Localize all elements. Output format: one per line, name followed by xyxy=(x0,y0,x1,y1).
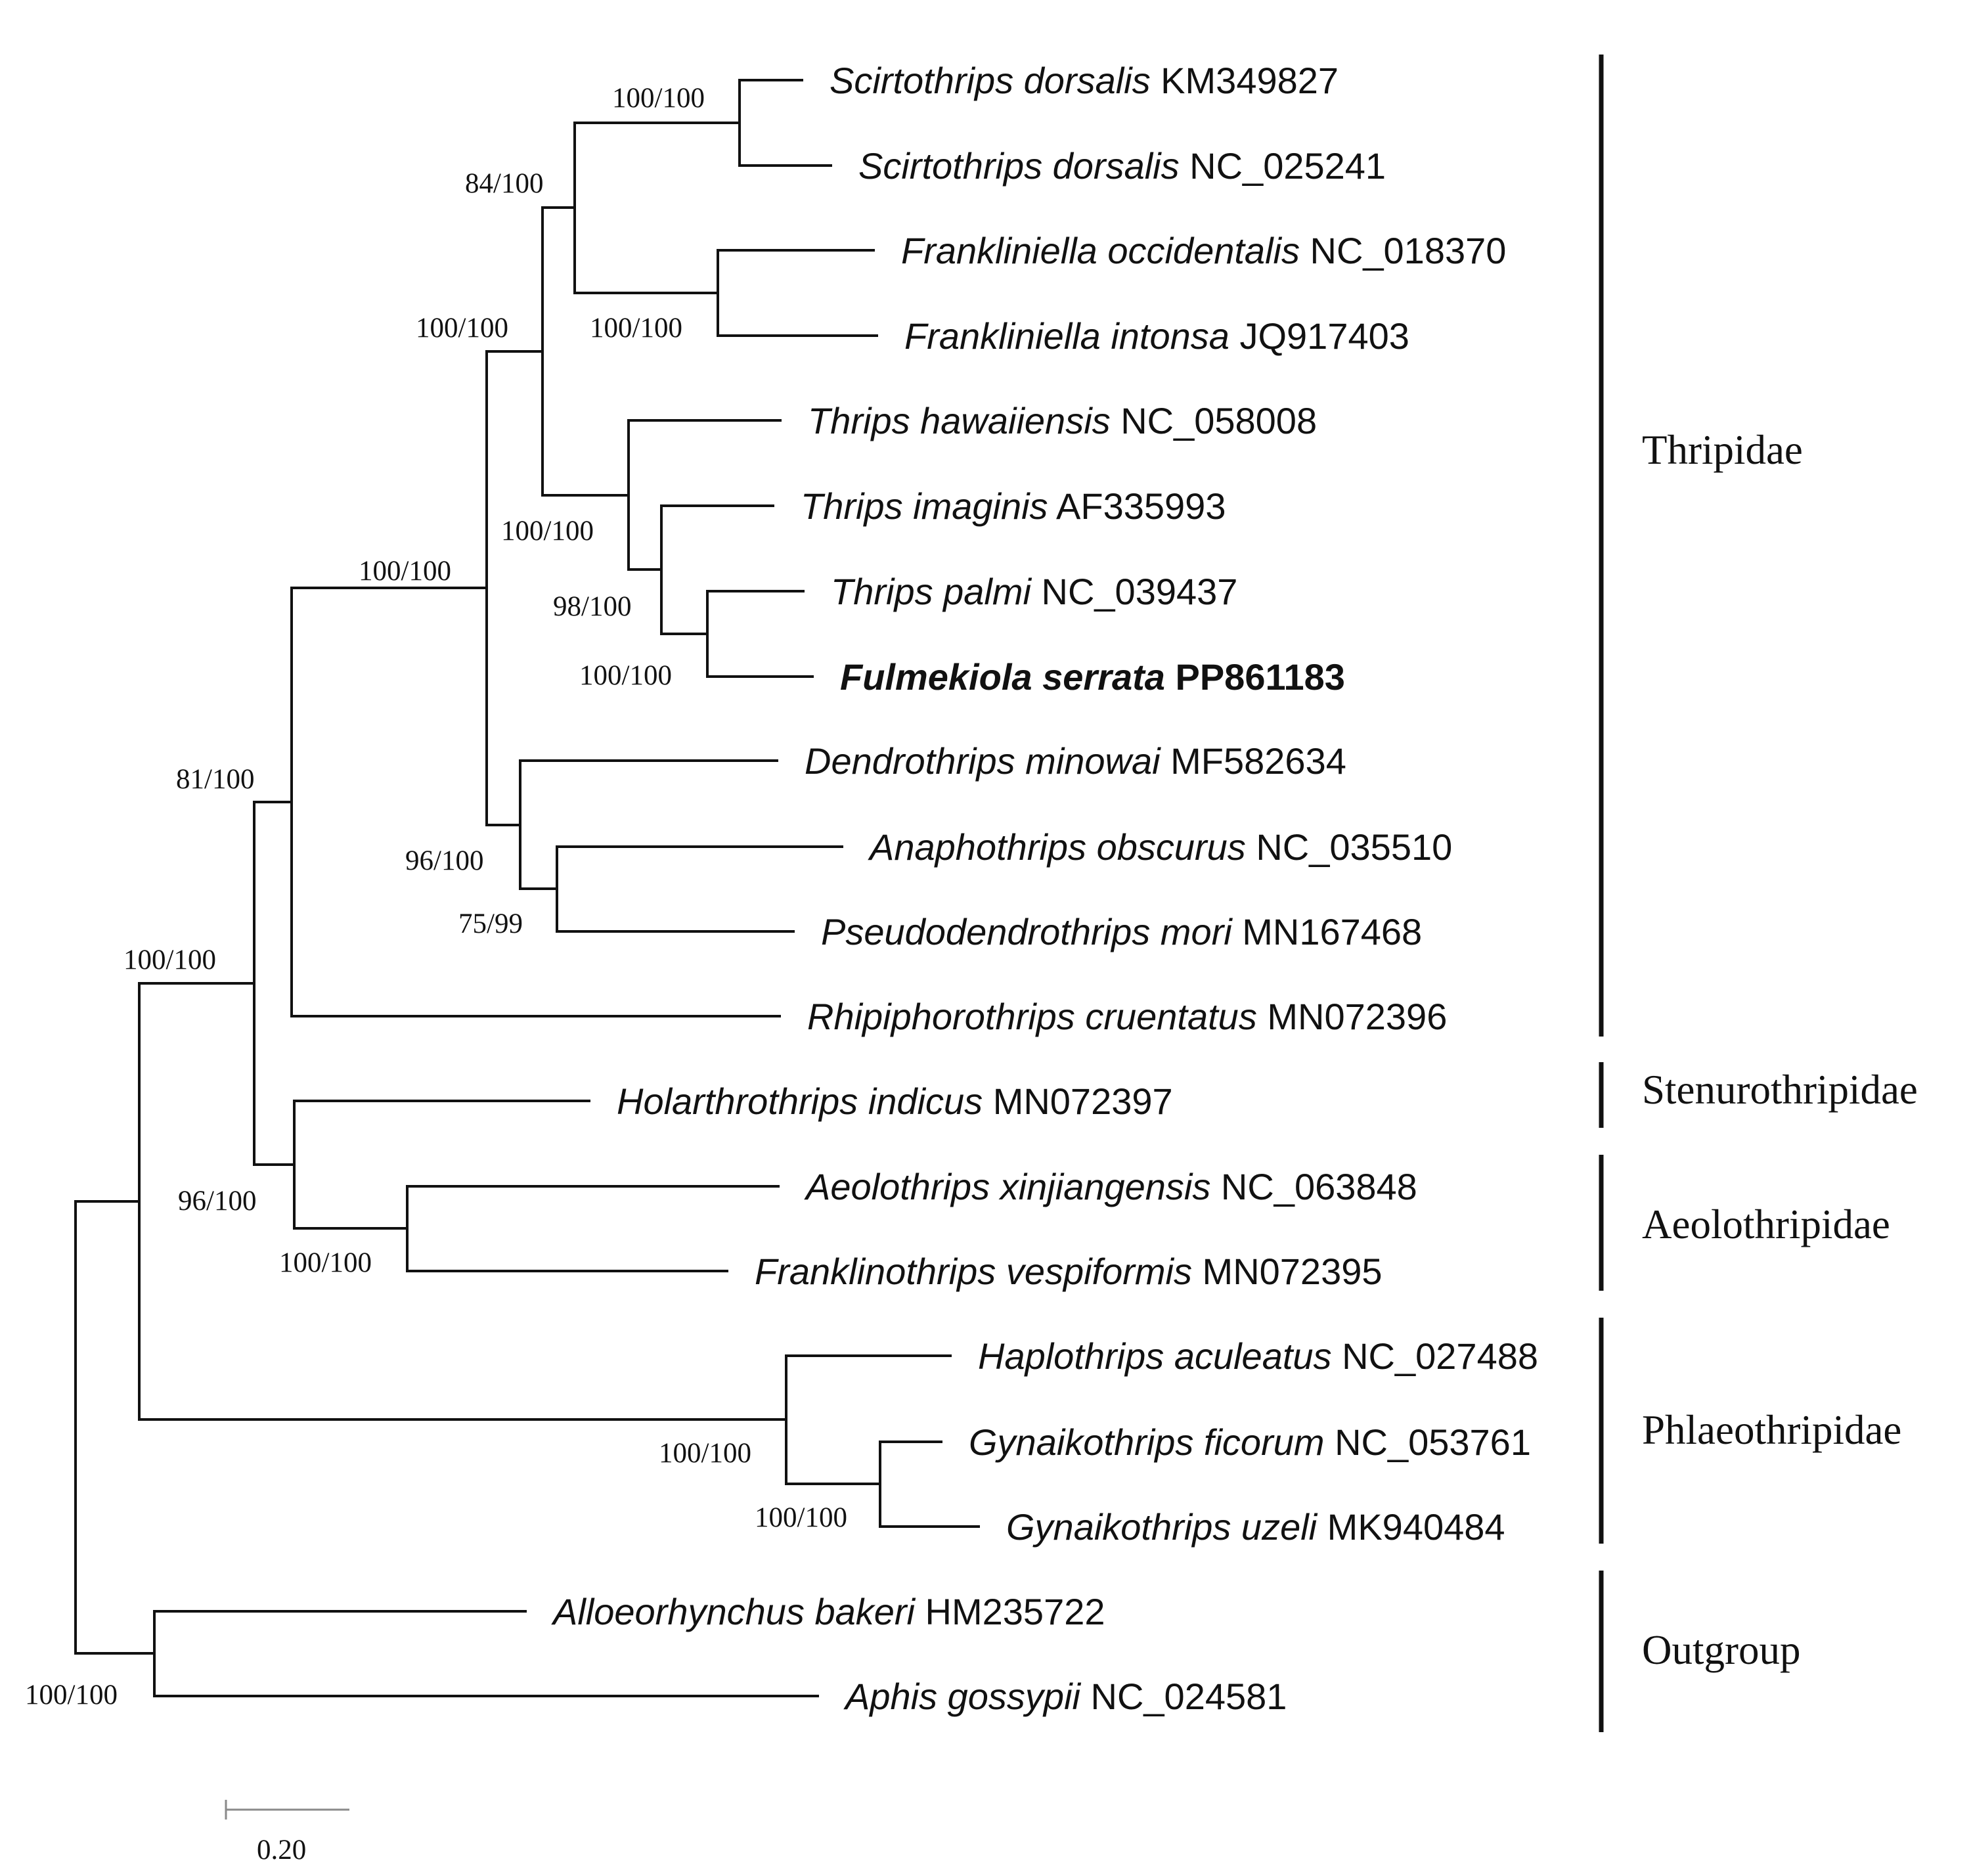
taxon-label: Scirtothrips dorsalis NC_025241 xyxy=(858,145,1386,187)
taxon-species: Thrips imaginis xyxy=(801,485,1048,527)
taxon-species: Aeolothrips xinjiangensis xyxy=(804,1166,1210,1207)
bootstrap-support-label: 100/100 xyxy=(755,1502,847,1533)
taxon-species: Holarthrothrips indicus xyxy=(617,1081,983,1122)
taxon-label: Thrips palmi NC_039437 xyxy=(831,571,1237,612)
taxon-species: Scirtothrips dorsalis xyxy=(858,145,1180,187)
scale-bar-line xyxy=(225,1800,349,1820)
taxon-label: Alloeorhynchus bakeri HM235722 xyxy=(551,1591,1105,1632)
family-label: Stenurothripidae xyxy=(1642,1067,1918,1113)
taxon-species: Dendrothrips minowai xyxy=(805,740,1161,782)
scale-bar-label: 0.20 xyxy=(257,1835,306,1865)
taxon-accession: MN072397 xyxy=(983,1081,1173,1122)
scale-bar: 0.20 xyxy=(225,1800,349,1865)
taxon-label: Aphis gossypii NC_024581 xyxy=(843,1676,1287,1717)
taxon-accession: NC_024581 xyxy=(1080,1676,1287,1717)
taxon-labels: Scirtothrips dorsalis KM349827Scirtothri… xyxy=(551,60,1538,1717)
bootstrap-support-label: 100/100 xyxy=(590,313,682,344)
bootstrap-support-label: 75/99 xyxy=(458,908,523,939)
taxon-label: Frankliniella intonsa JQ917403 xyxy=(904,315,1409,357)
taxon-species: Haplothrips aculeatus xyxy=(978,1335,1332,1377)
taxon-accession: NC_063848 xyxy=(1210,1166,1417,1207)
taxon-species: Anaphothrips obscurus xyxy=(868,826,1246,868)
taxon-label: Aeolothrips xinjiangensis NC_063848 xyxy=(804,1166,1417,1207)
bootstrap-support-label: 100/100 xyxy=(416,313,508,344)
bootstrap-support-label: 100/100 xyxy=(501,516,594,547)
taxon-label: Frankliniella occidentalis NC_018370 xyxy=(901,230,1506,271)
support-labels: 100/100 84/100 100/100 100/100 100/100 98/100… xyxy=(25,83,847,1710)
taxon-accession: MK940484 xyxy=(1317,1506,1505,1548)
taxon-label: Rhipiphorothrips cruentatus MN072396 xyxy=(807,996,1447,1037)
taxon-label: Anaphothrips obscurus NC_035510 xyxy=(868,826,1452,868)
taxon-accession: NC_039437 xyxy=(1031,571,1237,612)
taxon-label: Haplothrips aculeatus NC_027488 xyxy=(978,1335,1538,1377)
taxon-accession: NC_027488 xyxy=(1332,1335,1538,1377)
taxon-accession: MN072396 xyxy=(1257,996,1448,1037)
tree-branches xyxy=(74,79,980,1697)
taxon-accession: JQ917403 xyxy=(1229,315,1409,357)
taxon-label: Gynaikothrips uzeli MK940484 xyxy=(1006,1506,1505,1548)
taxon-accession: HM235722 xyxy=(915,1591,1105,1632)
bootstrap-support-label: 100/100 xyxy=(25,1680,118,1710)
taxon-label: Scirtothrips dorsalis KM349827 xyxy=(830,60,1339,101)
bootstrap-support-label: 81/100 xyxy=(176,764,254,795)
taxon-accession: AF335993 xyxy=(1048,485,1226,527)
taxon-species: Alloeorhynchus bakeri xyxy=(551,1591,916,1632)
bootstrap-support-label: 100/100 xyxy=(123,945,216,975)
taxon-label: Pseudodendrothrips mori MN167468 xyxy=(821,911,1422,952)
family-label: Aeolothripidae xyxy=(1642,1201,1890,1247)
taxon-accession: NC_035510 xyxy=(1246,826,1452,868)
family-label: Phlaeothripidae xyxy=(1642,1407,1901,1453)
taxon-species: Franklinothrips vespiformis xyxy=(755,1251,1192,1292)
bootstrap-support-label: 100/100 xyxy=(659,1438,751,1469)
taxon-label: Thrips imaginis AF335993 xyxy=(801,485,1226,527)
taxon-species: Thrips hawaiiensis xyxy=(808,400,1111,441)
family-label: Outgroup xyxy=(1642,1627,1800,1673)
taxon-species: Gynaikothrips ficorum xyxy=(969,1421,1325,1463)
bootstrap-support-label: 100/100 xyxy=(359,556,451,587)
taxon-species: Fulmekiola serrata xyxy=(840,656,1165,698)
taxon-accession: MN167468 xyxy=(1232,911,1423,952)
bootstrap-support-label: 84/100 xyxy=(465,168,543,199)
taxon-species: Gynaikothrips uzeli xyxy=(1006,1506,1318,1548)
bootstrap-support-label: 96/100 xyxy=(405,845,483,876)
taxon-label: Holarthrothrips indicus MN072397 xyxy=(617,1081,1173,1122)
taxon-species: Thrips palmi xyxy=(831,571,1032,612)
taxon-species: Pseudodendrothrips mori xyxy=(821,911,1233,952)
bootstrap-support-label: 100/100 xyxy=(579,660,672,691)
family-clades: ThripidaeStenurothripidaeAeolothripidaeP… xyxy=(1599,55,1918,1732)
taxon-accession: NC_053761 xyxy=(1325,1421,1531,1463)
bootstrap-support-label: 98/100 xyxy=(553,591,631,622)
taxon-label: Thrips hawaiiensis NC_058008 xyxy=(808,400,1317,441)
taxon-species: Frankliniella intonsa xyxy=(904,315,1229,357)
taxon-label: Franklinothrips vespiformis MN072395 xyxy=(755,1251,1383,1292)
bootstrap-support-label: 100/100 xyxy=(612,83,705,114)
taxon-label-highlighted: Fulmekiola serrata PP861183 xyxy=(840,656,1345,698)
taxon-accession: NC_025241 xyxy=(1180,145,1386,187)
bootstrap-support-label: 96/100 xyxy=(178,1186,256,1217)
taxon-accession: MF582634 xyxy=(1161,740,1346,782)
taxon-accession: NC_058008 xyxy=(1111,400,1317,441)
taxon-species: Rhipiphorothrips cruentatus xyxy=(807,996,1257,1037)
taxon-accession: MN072395 xyxy=(1192,1251,1383,1292)
bootstrap-support-label: 100/100 xyxy=(279,1247,372,1278)
taxon-species: Frankliniella occidentalis xyxy=(901,230,1300,271)
taxon-accession: KM349827 xyxy=(1151,60,1339,101)
family-label: Thripidae xyxy=(1642,427,1803,473)
taxon-label: Dendrothrips minowai MF582634 xyxy=(805,740,1346,782)
taxon-label: Gynaikothrips ficorum NC_053761 xyxy=(969,1421,1531,1463)
taxon-accession: NC_018370 xyxy=(1300,230,1506,271)
taxon-accession: PP861183 xyxy=(1165,656,1345,698)
taxon-species: Scirtothrips dorsalis xyxy=(830,60,1151,101)
taxon-species: Aphis gossypii xyxy=(843,1676,1082,1717)
